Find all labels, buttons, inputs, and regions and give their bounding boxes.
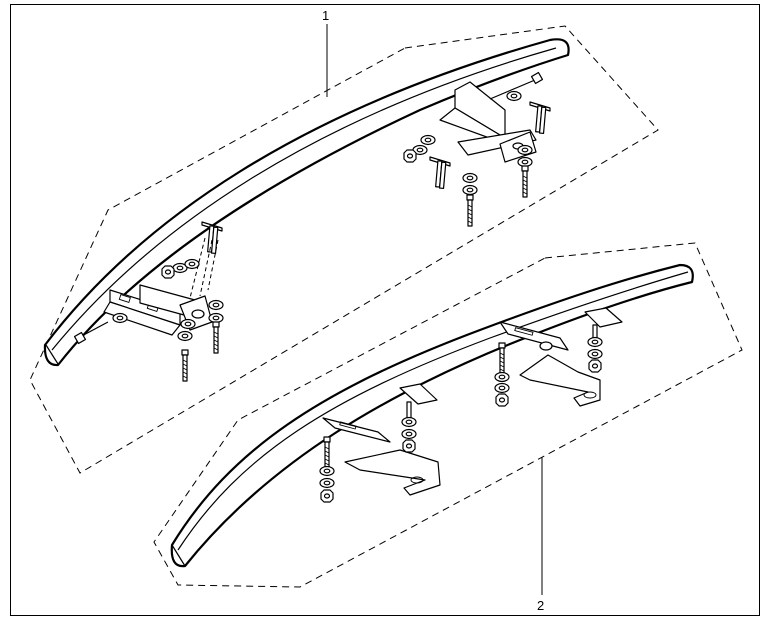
group-1-dashed-outline: [29, 25, 659, 474]
right-mount-bracket-group-1: [403, 71, 551, 227]
left-mount-bracket-group-2: [319, 383, 441, 503]
callout-2-label: 2: [537, 598, 544, 613]
lower-bumper-bar: [170, 263, 694, 568]
right-mount-bracket-group-2: [494, 307, 623, 407]
upper-bumper-bar: [43, 38, 570, 367]
drawing-frame: [10, 4, 760, 616]
left-mount-bracket-group-1: [73, 221, 224, 382]
group-2-dashed-outline: [153, 242, 743, 588]
callout-1-label: 1: [322, 8, 329, 23]
